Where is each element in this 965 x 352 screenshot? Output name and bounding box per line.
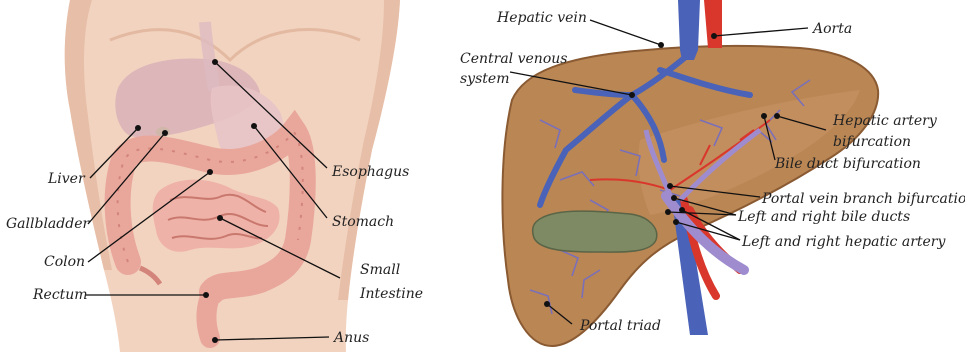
label-hepatic-artery-bif-2: bifurcation — [833, 134, 911, 150]
label-portal-vein-branch-bif: Portal vein branch bifurcation — [761, 191, 965, 207]
label-gallbladder: Gallbladder — [6, 216, 90, 232]
label-small-intestine-1: Small — [360, 262, 400, 278]
label-small-intestine-2: Intestine — [359, 286, 423, 302]
label-colon: Colon — [44, 254, 85, 270]
label-portal-triad: Portal triad — [579, 318, 661, 334]
aorta-vessel — [704, 0, 722, 48]
label-aorta: Aorta — [811, 21, 852, 37]
label-anus: Anus — [332, 330, 369, 346]
hepatic-vein-vessel — [678, 0, 700, 60]
label-liver: Liver — [47, 171, 86, 187]
rectum-shape — [206, 292, 212, 338]
label-hepatic-vein: Hepatic vein — [496, 10, 587, 26]
gallbladder-organ — [533, 211, 657, 252]
label-left-right-hepatic-artery: Left and right hepatic artery — [741, 234, 946, 250]
label-central-venous-2: system — [460, 71, 509, 87]
label-bile-duct-bif: Bile duct bifurcation — [774, 156, 921, 172]
label-rectum: Rectum — [32, 287, 88, 303]
label-stomach: Stomach — [332, 214, 394, 230]
label-left-right-bile-ducts: Left and right bile ducts — [737, 209, 910, 225]
label-central-venous-1: Central venous — [460, 51, 567, 67]
label-hepatic-artery-bif-1: Hepatic artery — [832, 113, 938, 129]
label-esophagus: Esophagus — [331, 164, 409, 180]
